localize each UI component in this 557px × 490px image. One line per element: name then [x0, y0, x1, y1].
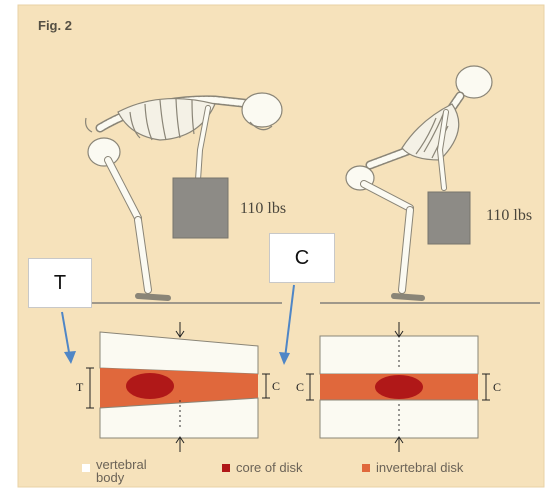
disk-label-right-right-side: C [493, 380, 501, 395]
legend-swatch-core [222, 464, 230, 472]
weight-box-stooped [173, 178, 228, 238]
disk-label-right-left-side: C [296, 380, 304, 395]
legend-label-intervertebral: invertebral disk [376, 461, 463, 474]
disk-diagram-right [306, 322, 490, 452]
legend-label-vertebral-body: vertebral body [96, 458, 147, 484]
weight-label-stooped: 110 lbs [240, 200, 286, 218]
weight-label-squat: 110 lbs [486, 207, 532, 225]
legend-swatch-vertebral-body [82, 464, 90, 472]
legend-label-core: core of disk [236, 461, 302, 474]
figure-label: Fig. 2 [38, 18, 72, 33]
callout-box-right: C [269, 233, 335, 283]
disk-core-right [375, 375, 423, 399]
disk-label-left-right-side: C [272, 379, 280, 394]
weight-box-squat [428, 192, 470, 244]
disk-core-left [126, 373, 174, 399]
disk-label-left-side: T [76, 380, 83, 395]
callout-box-left: T [28, 258, 92, 308]
legend-swatch-intervertebral [362, 464, 370, 472]
